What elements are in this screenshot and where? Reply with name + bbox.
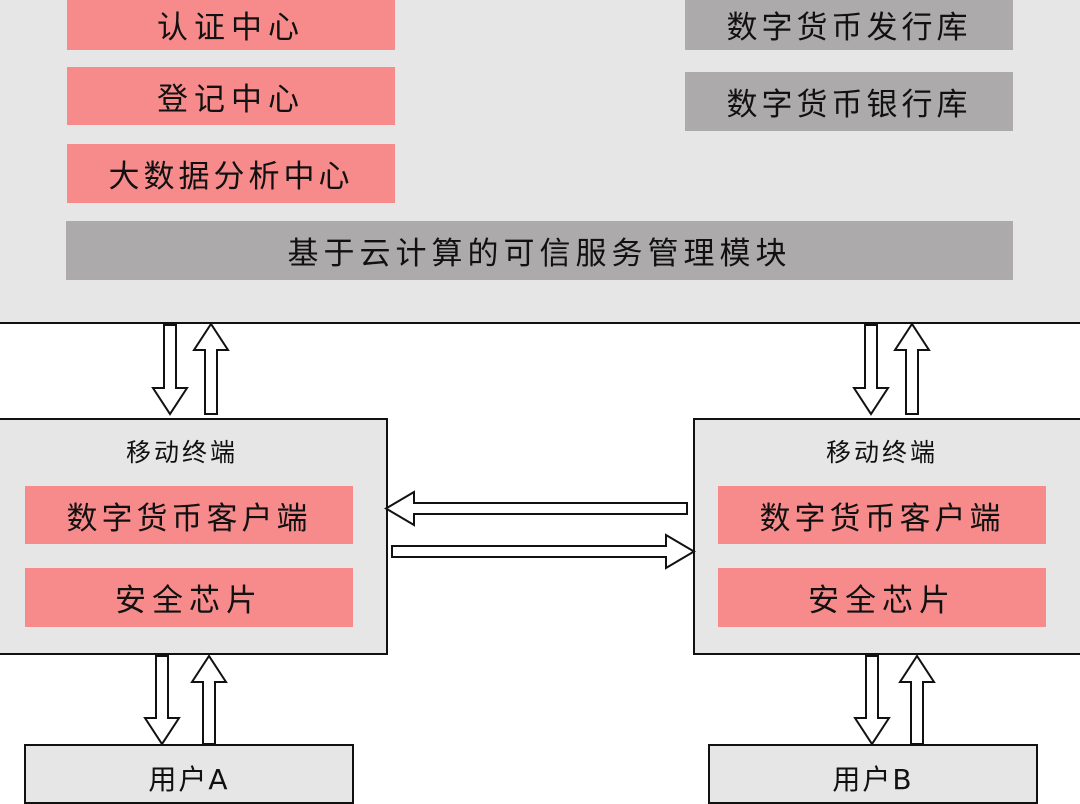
- down-arrow-4-icon: [853, 655, 891, 746]
- bigdata-center-box: 大数据分析中心: [67, 144, 395, 203]
- trusted-module-label: 基于云计算的可信服务管理模块: [287, 236, 792, 272]
- bigdata-center-label: 大数据分析中心: [108, 159, 354, 195]
- auth-center-box: 认证中心: [67, 0, 395, 50]
- down-arrow-3-icon: [143, 655, 181, 746]
- up-arrow-4-icon: [898, 654, 936, 745]
- up-arrow-1-icon: [192, 322, 230, 415]
- up-arrow-2-icon: [893, 322, 931, 415]
- chip-a-label: 安全芯片: [115, 583, 263, 619]
- registry-center-label: 登记中心: [157, 81, 305, 118]
- right-arrow-icon: [391, 533, 696, 570]
- up-arrow-3-icon: [190, 654, 228, 745]
- client-a-label: 数字货币客户端: [66, 500, 312, 537]
- chip-b-box: 安全芯片: [718, 568, 1046, 627]
- terminal-b-title: 移动终端: [825, 438, 938, 467]
- down-arrow-2-icon: [852, 324, 890, 416]
- client-b-box: 数字货币客户端: [718, 486, 1046, 544]
- issuance-db-label: 数字货币发行库: [726, 9, 972, 46]
- registry-center-box: 登记中心: [67, 67, 395, 125]
- bank-db-label: 数字货币银行库: [726, 87, 972, 123]
- client-a-box: 数字货币客户端: [25, 486, 353, 544]
- chip-b-label: 安全芯片: [808, 583, 956, 619]
- left-arrow-icon: [384, 490, 688, 527]
- chip-a-box: 安全芯片: [25, 568, 353, 627]
- down-arrow-1-icon: [151, 324, 189, 416]
- trusted-module-box: 基于云计算的可信服务管理模块: [66, 221, 1013, 280]
- client-b-label: 数字货币客户端: [759, 500, 1005, 537]
- bank-db-box: 数字货币银行库: [685, 72, 1013, 131]
- terminal-a-title: 移动终端: [125, 438, 238, 467]
- issuance-db-box: 数字货币发行库: [685, 0, 1013, 50]
- auth-center-label: 认证中心: [157, 9, 305, 46]
